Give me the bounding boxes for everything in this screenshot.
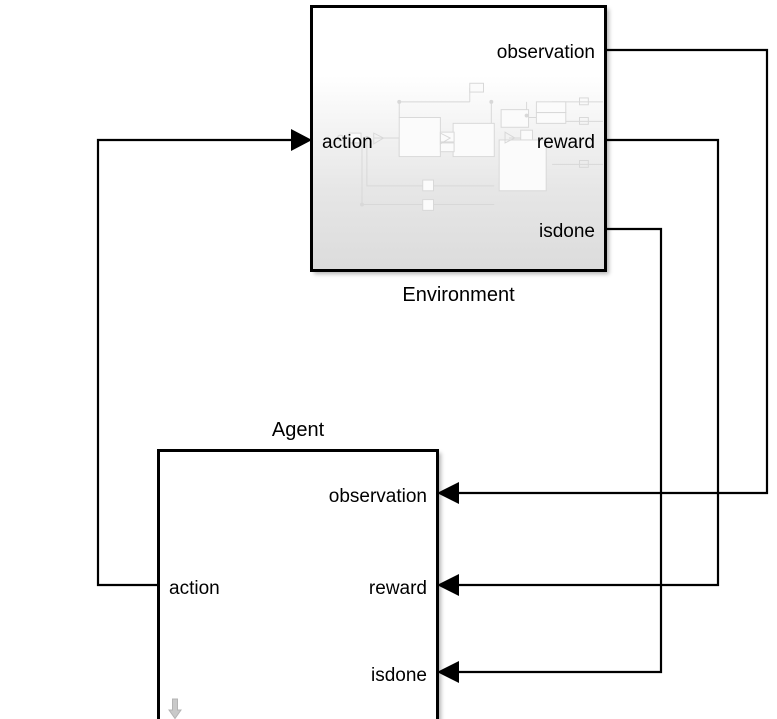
arrowhead-agent-isdone-in: [437, 661, 459, 683]
agent-port-action-label: action: [169, 578, 220, 599]
environment-port-isdone-label: isdone: [539, 221, 595, 242]
environment-block-caption: Environment: [402, 284, 515, 306]
down-arrow-badge-icon[interactable]: [168, 698, 182, 719]
environment-block[interactable]: action observation reward isdone: [310, 5, 607, 272]
agent-block-caption: Agent: [271, 419, 325, 441]
arrowhead-agent-observation-in: [437, 482, 459, 504]
environment-port-reward-label: reward: [536, 132, 595, 153]
environment-port-action-label: action: [322, 132, 373, 153]
agent-port-reward-label: reward: [368, 578, 427, 599]
arrowhead-agent-reward-in: [437, 574, 459, 596]
agent-block[interactable]: action observation reward isdone: [157, 449, 439, 719]
agent-port-isdone-label: isdone: [371, 665, 427, 686]
arrowhead-env-action-in: [291, 129, 312, 151]
environment-port-observation-label: observation: [496, 42, 595, 63]
agent-port-observation-label: observation: [328, 486, 427, 507]
